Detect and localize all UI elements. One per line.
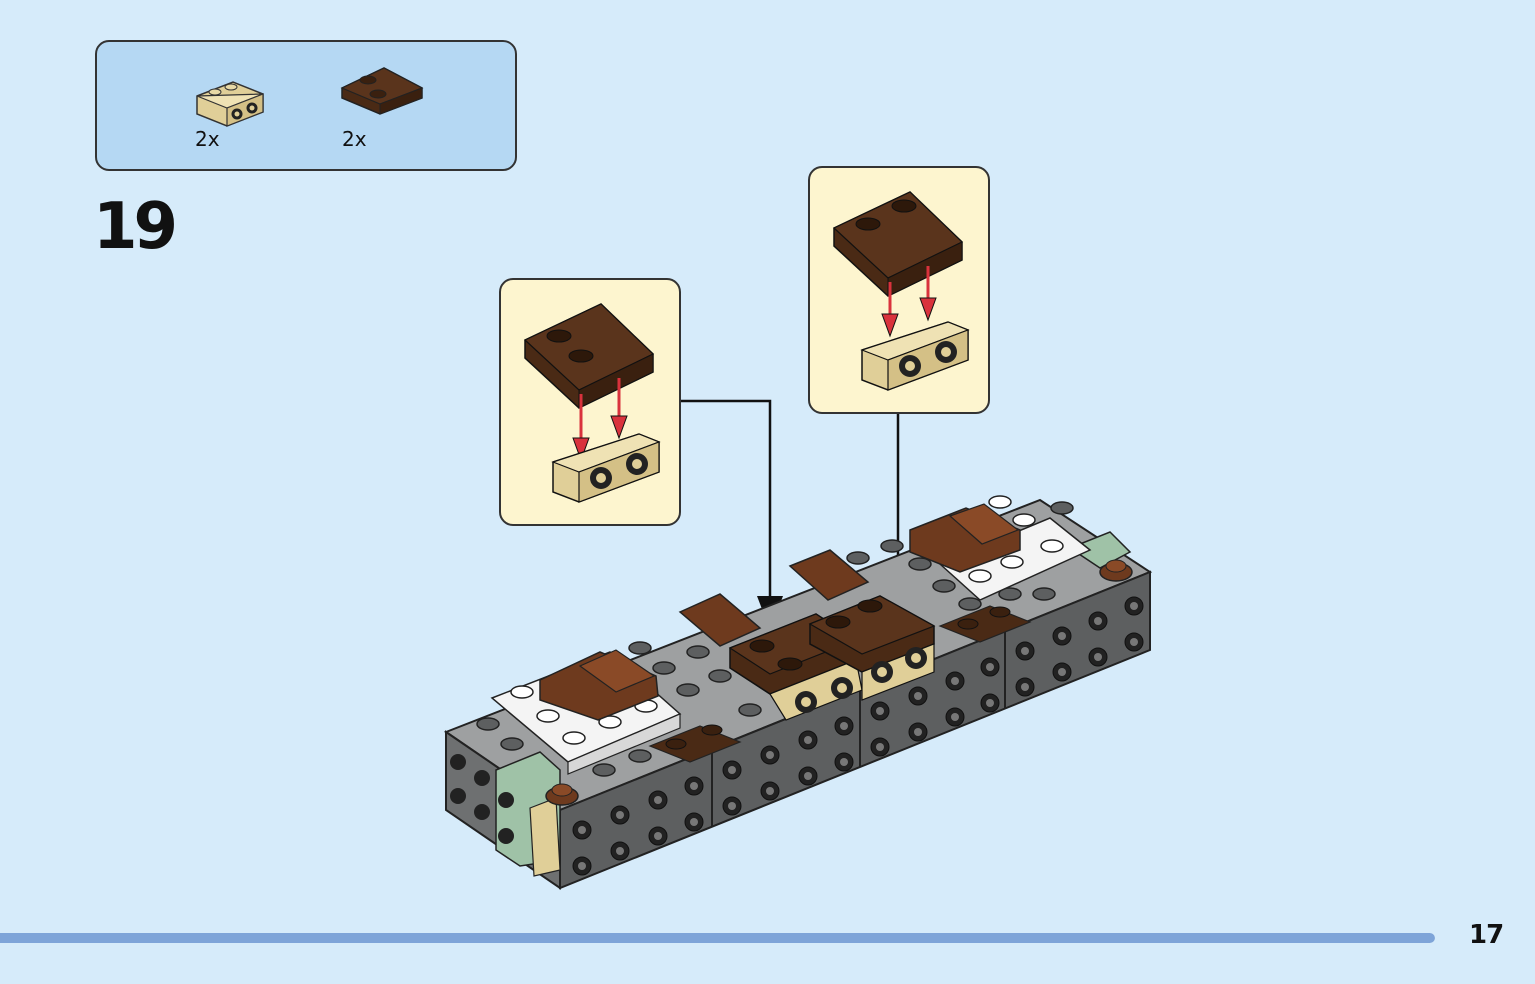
part-count-tan-bracket: 2x — [195, 127, 220, 151]
model-brown-slopes-center — [678, 549, 870, 647]
parts-list-box: 2x 2x — [95, 40, 517, 171]
sub-assembly-diagram-left — [523, 303, 661, 503]
brown-plate-part-icon — [340, 67, 424, 115]
tan-bracket-part-icon — [196, 81, 264, 127]
part-count-brown-plate: 2x — [342, 127, 367, 151]
callout-box-left — [499, 278, 681, 526]
callout-box-right — [808, 166, 990, 414]
page-number: 17 — [1469, 920, 1504, 950]
progress-bar — [0, 933, 1435, 943]
callout-pointer-left — [681, 399, 772, 600]
model-brown-slope-left — [539, 649, 659, 721]
model-end-studs — [450, 754, 514, 844]
sub-assembly-diagram-right — [832, 191, 970, 391]
model-round-brown-plates — [545, 559, 1133, 806]
model-new-assembly-right — [808, 595, 936, 701]
model-top-studs — [476, 501, 1074, 777]
model-dark-brown-tiles — [648, 605, 1032, 763]
progress-bar-fill — [0, 933, 1435, 943]
step-number: 19 — [93, 190, 178, 264]
model-white-plate-right — [909, 495, 1092, 601]
